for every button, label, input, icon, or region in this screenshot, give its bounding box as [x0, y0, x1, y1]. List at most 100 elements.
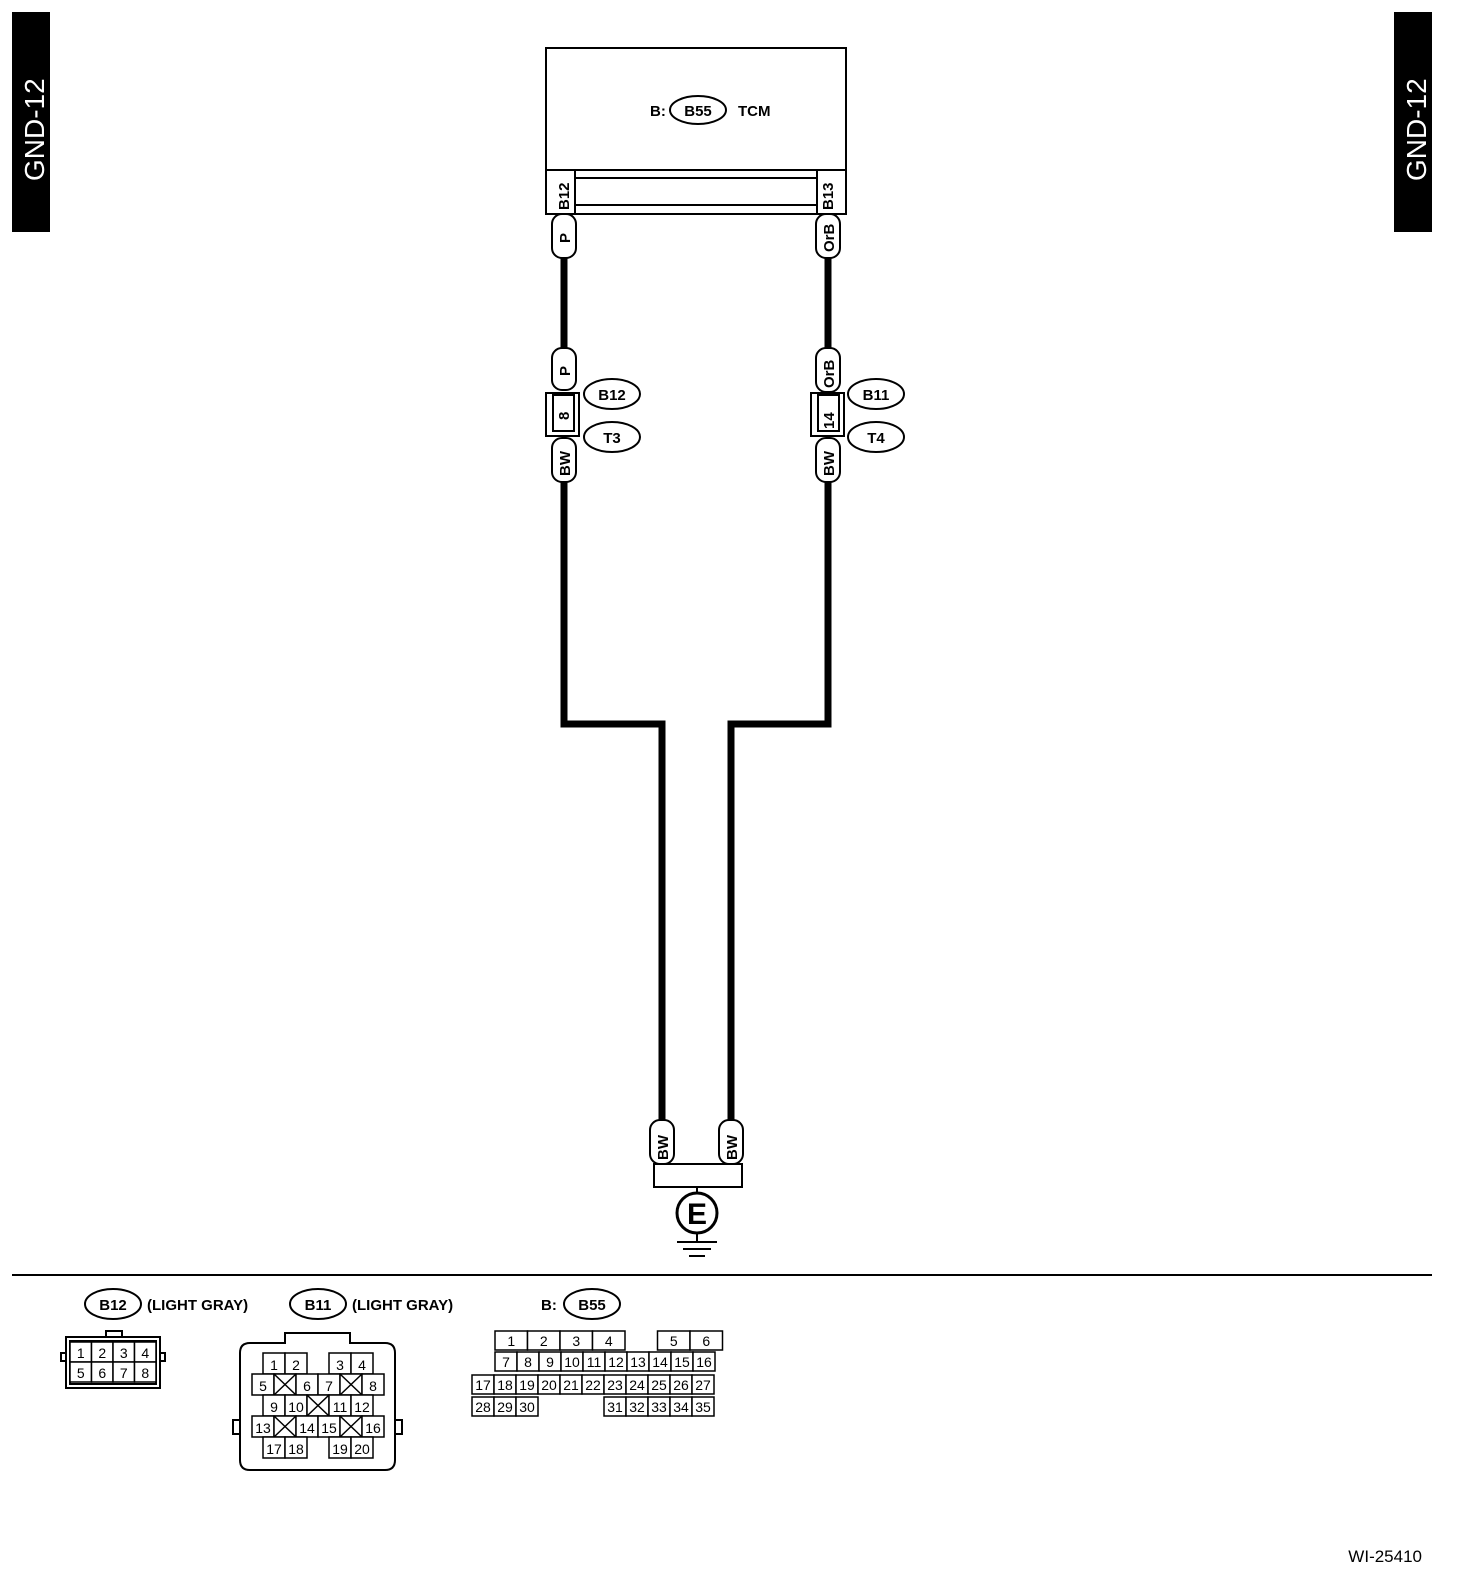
tcm-connector-label: B55 [684, 103, 712, 120]
pin-number: 14 [299, 1420, 315, 1436]
pin-number: 7 [120, 1365, 128, 1381]
right-terminal-oval: T4 [867, 430, 885, 447]
left-wire-color-mid: P [557, 366, 574, 376]
pin-number: 8 [369, 1378, 377, 1394]
wire-paths [560, 258, 832, 1120]
pin-number: 28 [475, 1399, 491, 1415]
legend-b55-prefix: B: [541, 1297, 557, 1314]
b11-pin-cell: 14 [295, 1415, 319, 1438]
pin-number: 4 [141, 1345, 149, 1361]
blank-pin-cross-icon [339, 1415, 363, 1438]
pin-number: 25 [651, 1377, 667, 1393]
b55-pin-cell: 34 [669, 1396, 693, 1417]
tcm-terminal-left: B12 [556, 182, 573, 210]
b11-pin-cell: 19 [328, 1436, 352, 1459]
pin-number: 3 [120, 1345, 128, 1361]
b11-pin-cell: 6 [295, 1373, 319, 1396]
b55-pin-cell: 12 [604, 1351, 628, 1372]
pin-number: 10 [288, 1399, 304, 1415]
b55-pin-cell: 18 [493, 1374, 517, 1395]
legend-b55-name: B55 [578, 1297, 606, 1314]
b55-pin-cell: 13 [626, 1351, 650, 1372]
b11-pin-cell: 3 [328, 1352, 352, 1375]
right-wire-color-bottom: BW [821, 450, 838, 476]
page-tab-left: GND-12 [12, 12, 50, 232]
pin-number: 2 [292, 1357, 300, 1373]
b55-pin-cell: 28 [471, 1396, 495, 1417]
b11-pin-cell: 12 [350, 1394, 374, 1417]
right-connector-pin: 14 [821, 412, 838, 429]
b55-pin-cell: 24 [625, 1374, 649, 1395]
b55-pin-cell: 15 [670, 1351, 694, 1372]
pin-number: 27 [695, 1377, 711, 1393]
b55-pin-cell: 19 [515, 1374, 539, 1395]
b11-pin-cell: 11 [328, 1394, 352, 1417]
pin-number: 1 [270, 1357, 278, 1373]
pin-number: 31 [607, 1399, 623, 1415]
pin-number: 16 [365, 1420, 381, 1436]
pin-number: 6 [303, 1378, 311, 1394]
pin-number: 35 [695, 1399, 711, 1415]
b11-pin-cell: 1 [262, 1352, 286, 1375]
b55-pin-cell: 4 [591, 1330, 626, 1351]
pin-number: 6 [98, 1365, 106, 1381]
b55-pin-cell: 35 [691, 1396, 715, 1417]
b55-pin-cell: 20 [537, 1374, 561, 1395]
pin-number: 17 [475, 1377, 491, 1393]
pin-number: 17 [266, 1441, 282, 1457]
pin-number: 8 [141, 1365, 149, 1381]
pin-number: 19 [332, 1441, 348, 1457]
tcm-terminal-right: B13 [820, 182, 837, 210]
b55-pin-cell: 3 [559, 1330, 594, 1351]
b11-pin-cell: 2 [284, 1352, 308, 1375]
b55-pin-cell: 22 [581, 1374, 605, 1395]
legend-b12-name: B12 [99, 1297, 127, 1314]
tcm-connector-oval [669, 95, 727, 125]
pin-number: 12 [608, 1354, 624, 1370]
tcm-box: B: B55 TCM B12 B13 [545, 47, 847, 215]
b55-pin-cell: 21 [559, 1374, 583, 1395]
b55-pin-cell: 26 [669, 1374, 693, 1395]
pin-number: 22 [585, 1377, 601, 1393]
blank-pin-cross-icon [273, 1415, 297, 1438]
left-connector-oval: B12 [598, 387, 626, 404]
pin-number: 20 [354, 1441, 370, 1457]
b55-pin-cell: 16 [692, 1351, 716, 1372]
legend-b11-housing [232, 1332, 403, 1471]
tcm-prefix: B: [650, 103, 666, 120]
pin-number: 32 [629, 1399, 645, 1415]
pin-number: 9 [270, 1399, 278, 1415]
legend-b11-name: B11 [305, 1297, 332, 1314]
pin-number: 24 [629, 1377, 645, 1393]
pin-number: 29 [497, 1399, 513, 1415]
pin-number: 3 [336, 1357, 344, 1373]
b55-pin-cell: 17 [471, 1374, 495, 1395]
b11-pin-cell: 7 [317, 1373, 341, 1396]
b55-pin-cell: 10 [560, 1351, 584, 1372]
pin-number: 13 [630, 1354, 646, 1370]
b11-pin-cell: 9 [262, 1394, 286, 1417]
b11-pin-cell: 4 [350, 1352, 374, 1375]
b55-pin-cell: 6 [689, 1330, 724, 1351]
blank-pin-cross-icon [339, 1373, 363, 1396]
b55-pin-cell: 5 [656, 1330, 691, 1351]
b11-pin-cell: 13 [251, 1415, 275, 1438]
pin-number: 5 [670, 1333, 678, 1349]
blank-pin-cross-icon [273, 1373, 297, 1396]
b55-pin-cell: 8 [516, 1351, 540, 1372]
b55-pin-cell: 29 [493, 1396, 517, 1417]
b55-pin-cell: 30 [515, 1396, 539, 1417]
pin-number: 16 [696, 1354, 712, 1370]
b12-pin-cell: 2 [90, 1341, 114, 1363]
page-tab-right: GND-12 [1394, 12, 1432, 232]
pin-number: 11 [333, 1399, 348, 1415]
pin-number: 4 [605, 1333, 613, 1349]
legend-b12-title: B12 (LIGHT GRAY) [84, 1288, 248, 1320]
b55-pin-cell: 27 [691, 1374, 715, 1395]
b55-pin-cell: 7 [494, 1351, 518, 1372]
left-wire-color-top: P [557, 233, 574, 243]
ground-label: E [687, 1198, 707, 1231]
b55-pin-cell: 25 [647, 1374, 671, 1395]
